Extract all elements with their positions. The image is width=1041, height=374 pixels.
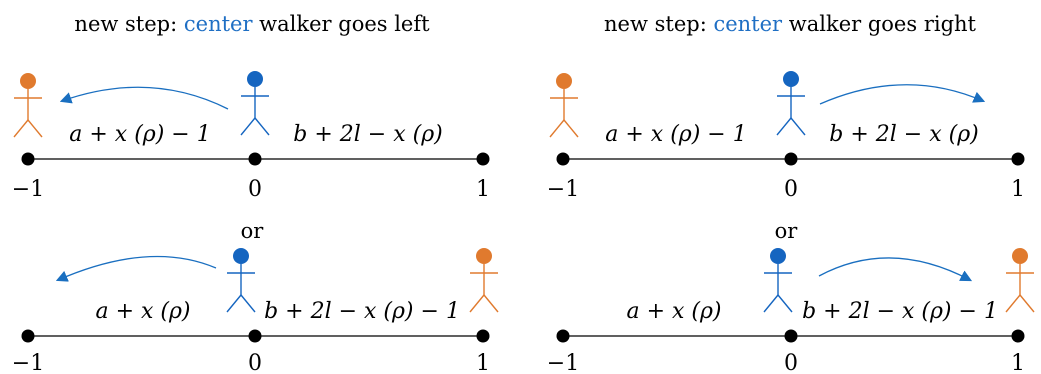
dot-icon — [248, 329, 262, 343]
dot-icon — [556, 329, 570, 343]
tick-label: −1 — [12, 351, 44, 374]
stick-figure-icon — [469, 248, 499, 313]
bottom-row: −1 0 1 a + x (ρ) b + 2l − x (ρ) − 1 — [547, 248, 1035, 374]
bottom-row: −1 0 1 a + x (ρ) b + 2l − x (ρ) − 1 — [12, 248, 499, 374]
segment-label-right: b + 2l − x (ρ) − 1 — [802, 299, 998, 324]
segment-label-left: a + x (ρ) — [95, 299, 190, 324]
tick-label: 1 — [476, 177, 490, 202]
stick-figure-icon — [763, 248, 793, 313]
tick-label: 1 — [476, 351, 490, 374]
dot-icon — [476, 152, 490, 166]
dot-icon — [21, 329, 35, 343]
panel-title: new step: center walker goes right — [604, 12, 977, 36]
dot-icon — [1011, 152, 1025, 166]
stick-figure-icon — [240, 71, 270, 136]
tick-label: −1 — [547, 351, 579, 374]
arrow-icon — [59, 86, 229, 110]
dot-icon — [476, 329, 490, 343]
tick-label: 0 — [784, 351, 798, 374]
segment-label-left: a + x (ρ) − 1 — [605, 122, 746, 147]
or-label: or — [241, 219, 265, 243]
dot-icon — [1011, 329, 1025, 343]
segment-label-left: a + x (ρ) — [626, 299, 721, 324]
segment-label-left: a + x (ρ) − 1 — [69, 122, 210, 147]
stick-figure-icon — [226, 248, 256, 313]
stick-figure-icon — [1005, 248, 1035, 313]
tick-label: 0 — [248, 177, 262, 202]
tick-label: 1 — [1011, 177, 1025, 202]
dot-icon — [248, 152, 262, 166]
or-label: or — [775, 219, 799, 243]
stick-figure-icon — [13, 73, 43, 138]
stick-figure-icon — [549, 73, 579, 138]
panel-left: new step: center walker goes left −1 0 1… — [12, 12, 499, 374]
dot-icon — [556, 152, 570, 166]
arrow-icon — [819, 84, 986, 105]
segment-label-right: b + 2l − x (ρ) − 1 — [264, 299, 460, 324]
arrow-icon — [818, 257, 973, 282]
segment-label-right: b + 2l − x (ρ) — [293, 122, 442, 147]
tick-label: 0 — [248, 351, 262, 374]
top-row: −1 0 1 a + x (ρ) − 1 b + 2l − x (ρ) — [12, 71, 490, 202]
panel-right: new step: center walker goes right −1 0 … — [547, 12, 1035, 374]
tick-label: −1 — [547, 177, 579, 202]
dot-icon — [784, 152, 798, 166]
tick-label: 0 — [784, 177, 798, 202]
dot-icon — [21, 152, 35, 166]
tick-label: 1 — [1011, 351, 1025, 374]
stick-figure-icon — [776, 71, 806, 136]
top-row: −1 0 1 a + x (ρ) − 1 b + 2l − x (ρ) — [547, 71, 1025, 202]
arrow-icon — [55, 255, 217, 282]
panel-title: new step: center walker goes left — [74, 12, 430, 36]
tick-label: −1 — [12, 177, 44, 202]
dot-icon — [784, 329, 798, 343]
segment-label-right: b + 2l − x (ρ) — [829, 122, 978, 147]
